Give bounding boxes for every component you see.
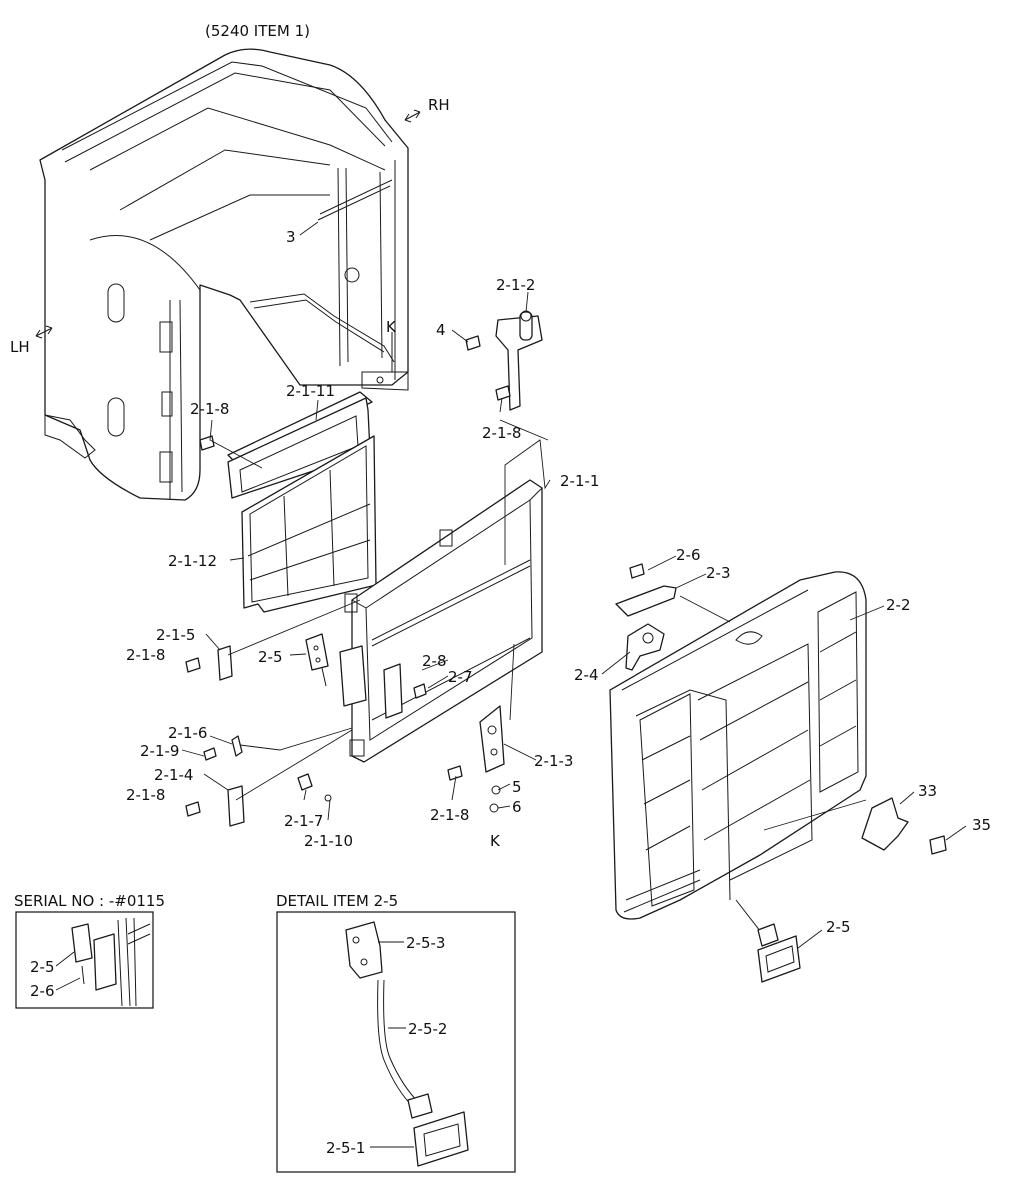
- label-2-1-1: 2-1-1: [560, 472, 599, 490]
- plate-2-1-4: [227, 785, 245, 827]
- label-2-8: 2-8: [422, 652, 447, 670]
- detail-box: [276, 911, 516, 1173]
- label-2-1-8-e: 2-1-8: [430, 806, 469, 824]
- label-2-1-5: 2-1-5: [156, 626, 195, 644]
- label-k-bottom: K: [490, 832, 501, 850]
- label-2-4: 2-4: [574, 666, 599, 684]
- serial-label-2-6: 2-6: [30, 982, 55, 1000]
- grille-2-2: [609, 571, 867, 920]
- label-2-1-3: 2-1-3: [534, 752, 573, 770]
- label-2-1-7: 2-1-7: [284, 812, 323, 830]
- label-2-1-4: 2-1-4: [154, 766, 193, 784]
- lh-arrow-icon: [35, 325, 53, 339]
- serial-box: [15, 911, 154, 1009]
- label-k-top: K: [386, 318, 397, 336]
- label-2-1-6: 2-1-6: [168, 724, 207, 742]
- label-2-3: 2-3: [706, 564, 731, 582]
- bolt-icons: [185, 335, 947, 855]
- label-2-1-8-a: 2-1-8: [482, 424, 521, 442]
- label-3: 3: [286, 228, 296, 246]
- cab-canopy: [39, 48, 409, 501]
- label-5: 5: [512, 778, 522, 796]
- gasket-2-1-11: [227, 391, 373, 499]
- hinge-2-1-3: [479, 705, 505, 773]
- latch-2-5: [305, 633, 329, 687]
- label-2-2: 2-2: [886, 596, 911, 614]
- label-2-1-12: 2-1-12: [168, 552, 217, 570]
- detail-box-title: DETAIL ITEM 2-5: [276, 892, 398, 910]
- bracket-2-8: [339, 645, 403, 719]
- label-2-5-a: 2-5: [258, 648, 283, 666]
- label-2-6-a: 2-6: [676, 546, 701, 564]
- detail-label-2-5-2: 2-5-2: [408, 1020, 447, 1038]
- serial-box-title: SERIAL NO : -#0115: [14, 892, 165, 910]
- detail-box-drawing: [345, 921, 469, 1167]
- pin-2-1-6: [231, 735, 243, 757]
- plate-33: [861, 797, 909, 851]
- detail-label-2-5-3: 2-5-3: [406, 934, 445, 952]
- rh-arrow-icon: [404, 109, 421, 123]
- latch-2-5-right: [735, 899, 801, 983]
- label-2-1-9: 2-1-9: [140, 742, 179, 760]
- label-2-7: 2-7: [448, 668, 473, 686]
- label-2-1-8-b: 2-1-8: [190, 400, 229, 418]
- detail-label-2-5-1: 2-5-1: [326, 1139, 365, 1157]
- label-2-1-8-c: 2-1-8: [126, 646, 165, 664]
- hinge-2-1-2: [495, 310, 543, 411]
- serial-label-2-5: 2-5: [30, 958, 55, 976]
- label-33: 33: [918, 782, 937, 800]
- rh-label: RH: [428, 96, 450, 114]
- label-4: 4: [436, 321, 446, 339]
- leader-lines: [181, 221, 967, 949]
- bracket-2-4: [625, 623, 665, 671]
- label-6: 6: [512, 798, 522, 816]
- serial-box-drawing: [55, 917, 151, 1007]
- plate-2-1-5: [217, 645, 233, 681]
- lh-label: LH: [10, 338, 30, 356]
- label-2-5-b: 2-5: [826, 918, 851, 936]
- screen-panel-2-1-12: [241, 435, 377, 613]
- label-2-1-8-d: 2-1-8: [126, 786, 165, 804]
- reference-label: (5240 ITEM 1): [205, 22, 310, 40]
- label-2-1-10: 2-1-10: [304, 832, 353, 850]
- label-2-1-11: 2-1-11: [286, 382, 335, 400]
- label-35: 35: [972, 816, 991, 834]
- bracket-2-3: [615, 585, 677, 617]
- label-2-1-2: 2-1-2: [496, 276, 535, 294]
